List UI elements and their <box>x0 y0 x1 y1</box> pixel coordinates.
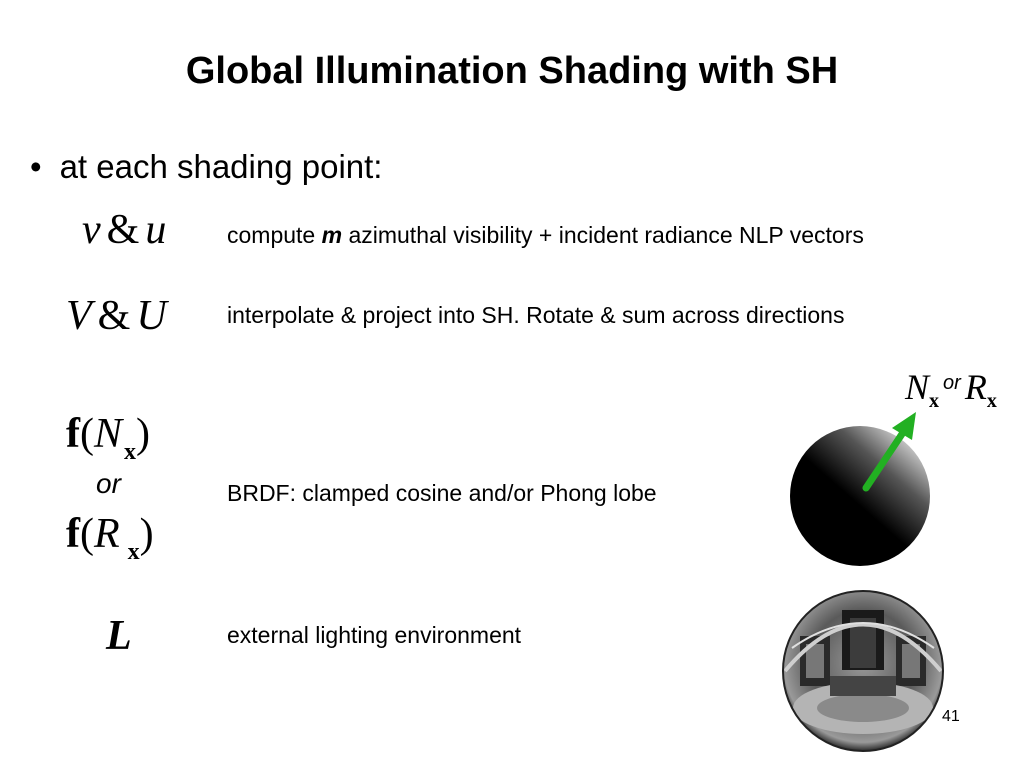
desc-lighting: external lighting environment <box>227 622 522 648</box>
label-or: or <box>943 372 961 394</box>
normal-arrow-head <box>892 412 916 440</box>
symbol-V: V <box>66 293 92 339</box>
environment-map-sphere <box>782 590 944 752</box>
desc-compute: compute m azimuthal visibility + inciden… <box>227 222 864 249</box>
symbol-u: u <box>145 207 167 253</box>
desc-interpolate: interpolate & project into SH. Rotate & … <box>227 302 845 328</box>
normal-arrow-shaft <box>862 424 910 492</box>
symbol-ampersand: & <box>106 207 140 253</box>
symbol-R: R <box>94 511 120 557</box>
desc-compute-pre: compute <box>227 222 322 248</box>
label-R: R <box>964 367 987 407</box>
symbol-v: v <box>82 207 101 253</box>
label-sub-x-1: x <box>929 390 940 412</box>
symbol-U: U <box>136 293 167 339</box>
label-sub-x-2: x <box>986 390 997 412</box>
paren-close: ) <box>136 411 151 457</box>
shaded-sphere <box>790 426 930 566</box>
bullet-item: • at each shading point: <box>30 148 382 186</box>
symbol-N: N <box>94 411 123 457</box>
paren-close-2: ) <box>139 511 154 557</box>
shaded-sphere-figure <box>790 412 930 566</box>
bullet-text: at each shading point: <box>59 148 383 185</box>
paren-open-2: ( <box>80 511 94 557</box>
symbol-f: f <box>66 411 80 457</box>
desc-compute-m: m <box>321 222 343 248</box>
or-label: or <box>96 468 121 499</box>
subscript-x-2: x <box>127 539 140 565</box>
label-N: N <box>905 367 930 407</box>
symbol-f-Nx: f(Nx) <box>66 410 151 465</box>
desc-compute-post: azimuthal visibility + incident radiance… <box>342 222 864 248</box>
subscript-x: x <box>124 439 137 465</box>
symbol-L: L <box>106 612 132 660</box>
symbol-v-and-u: v&u <box>82 206 166 254</box>
page-number: 41 <box>942 708 960 725</box>
symbol-ampersand-2: & <box>97 293 131 339</box>
desc-brdf: BRDF: clamped cosine and/or Phong lobe <box>227 480 657 506</box>
symbol-f-2: f <box>66 511 80 557</box>
paren-open: ( <box>80 411 94 457</box>
symbol-V-and-U: V&U <box>66 292 167 340</box>
symbol-L-letter: L <box>106 613 132 659</box>
bullet-marker: • <box>30 148 42 185</box>
slide-title: Global Illumination Shading with SH <box>185 50 839 92</box>
